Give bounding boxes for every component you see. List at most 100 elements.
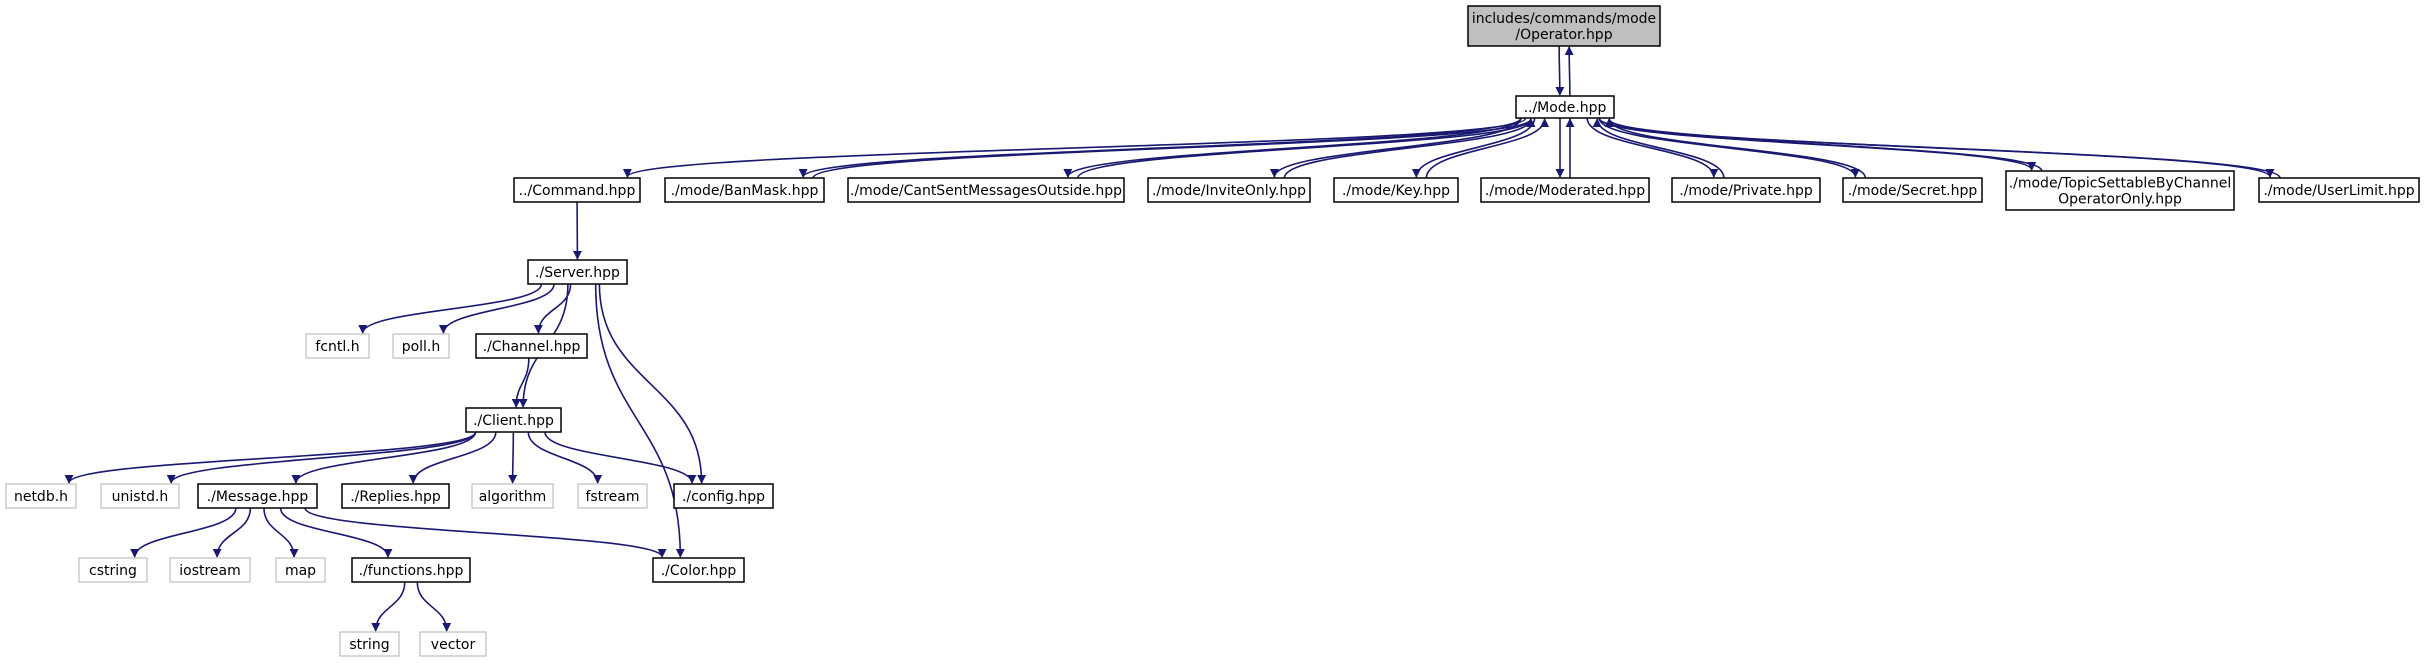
edge-mode-to-secret	[1598, 117, 1860, 178]
node-netdb: netdb.h	[5, 483, 77, 509]
node-box-server	[527, 259, 628, 285]
node-command: ../Command.hpp	[513, 177, 641, 203]
node-label-topic: OperatorOnly.hpp	[2058, 192, 2182, 208]
node-box-command	[513, 177, 641, 203]
edge-server-to-color	[594, 283, 685, 558]
node-label-topic: ./mode/TopicSettableByChannel	[2009, 176, 2232, 192]
node-box-map	[275, 557, 326, 583]
node-label-replies: ./Replies.hpp	[350, 489, 441, 505]
node-poll: poll.h	[392, 333, 450, 359]
node-topic: ./mode/TopicSettableByChannelOperatorOnl…	[2005, 170, 2235, 211]
node-label-inviteonly: ./mode/InviteOnly.hpp	[1152, 183, 1306, 199]
node-label-operator: includes/commands/mode	[1472, 11, 1656, 27]
node-server: ./Server.hpp	[527, 259, 628, 285]
node-moderated: ./mode/Moderated.hpp	[1480, 177, 1650, 203]
node-box-netdb	[5, 483, 77, 509]
edges	[64, 45, 2281, 632]
edge-mode-to-key	[1411, 117, 1536, 178]
node-operator: includes/commands/mode/Operator.hpp	[1467, 5, 1661, 47]
node-box-vector	[419, 631, 487, 657]
node-box-cantsent	[847, 177, 1125, 203]
node-box-key	[1333, 177, 1459, 203]
node-label-iostream: iostream	[179, 563, 241, 579]
node-map: map	[275, 557, 326, 583]
edge-server-to-config	[598, 283, 707, 484]
node-label-fstream: fstream	[586, 489, 640, 505]
edge-client-to-algorithm	[508, 431, 518, 484]
node-label-key: ./mode/Key.hpp	[1342, 183, 1450, 199]
node-key: ./mode/Key.hpp	[1333, 177, 1459, 203]
node-box-fcntl	[305, 333, 370, 359]
edge-banmask-to-mode	[812, 118, 1536, 179]
node-channel: ./Channel.hpp	[475, 333, 588, 359]
node-label-netdb: netdb.h	[14, 489, 68, 505]
node-label-banmask: ./mode/BanMask.hpp	[671, 183, 819, 199]
node-label-poll: poll.h	[402, 339, 441, 355]
node-fstream: fstream	[577, 483, 648, 509]
node-label-functions: ./functions.hpp	[359, 563, 464, 579]
node-box-topic	[2005, 170, 2235, 211]
node-label-unistd: unistd.h	[112, 489, 169, 505]
node-label-moderated: ./mode/Moderated.hpp	[1485, 183, 1645, 199]
edge-message-to-iostream	[212, 507, 252, 558]
edge-message-to-map	[263, 507, 299, 558]
node-box-cstring	[78, 557, 148, 583]
edge-functions-to-vector	[416, 581, 452, 632]
node-label-config: ./config.hpp	[682, 489, 765, 505]
nodes: includes/commands/mode/Operator.hpp ../Mo…	[5, 5, 2420, 657]
node-vector: vector	[419, 631, 487, 657]
edge-topic-to-mode	[1604, 118, 2043, 172]
node-label-algorithm: algorithm	[479, 489, 547, 505]
edge-userlimit-to-mode	[1604, 118, 2281, 179]
node-label-message: ./Message.hpp	[207, 489, 309, 505]
edge-server-to-fcntl	[358, 283, 543, 334]
node-cstring: cstring	[78, 557, 148, 583]
node-box-poll	[392, 333, 450, 359]
node-box-channel	[475, 333, 588, 359]
node-box-iostream	[169, 557, 251, 583]
node-config: ./config.hpp	[673, 483, 774, 509]
node-iostream: iostream	[169, 557, 251, 583]
node-string: string	[339, 631, 400, 657]
edge-channel-to-client	[511, 357, 530, 408]
node-box-mode	[1515, 95, 1615, 119]
edge-secret-to-mode	[1604, 118, 1867, 179]
node-replies: ./Replies.hpp	[341, 483, 450, 509]
edge-client-to-fstream	[527, 431, 603, 484]
node-label-fcntl: fcntl.h	[315, 339, 359, 355]
edge-key-to-mode	[1425, 118, 1550, 179]
edge-inviteonly-to-mode	[1283, 118, 1536, 179]
edge-mode-to-operator	[1564, 46, 1574, 97]
edge-client-to-config	[544, 431, 697, 484]
edge-message-to-cstring	[130, 507, 237, 558]
node-box-moderated	[1480, 177, 1650, 203]
node-box-operator	[1467, 5, 1661, 47]
node-label-cantsent: ./mode/CantSentMessagesOutside.hpp	[850, 183, 1122, 199]
edge-functions-to-string	[371, 581, 406, 632]
edge-mode-to-command	[623, 117, 1527, 178]
node-userlimit: ./mode/UserLimit.hpp	[2258, 177, 2420, 203]
node-box-message	[197, 483, 318, 509]
node-box-replies	[341, 483, 450, 509]
node-mode: ../Mode.hpp	[1515, 95, 1615, 119]
node-label-vector: vector	[431, 637, 476, 653]
edge-mode-to-inviteonly	[1269, 117, 1522, 178]
node-box-banmask	[664, 177, 825, 203]
node-label-command: ../Command.hpp	[519, 183, 636, 199]
node-label-cstring: cstring	[89, 563, 137, 579]
node-box-fstream	[577, 483, 648, 509]
edge-message-to-color	[304, 507, 667, 558]
edge-client-to-message	[291, 431, 477, 484]
edge-client-to-unistd	[166, 431, 477, 484]
node-functions: ./functions.hpp	[351, 557, 471, 583]
node-label-string: string	[349, 637, 389, 653]
node-private: ./mode/Private.hpp	[1671, 177, 1821, 203]
node-message: ./Message.hpp	[197, 483, 318, 509]
edge-client-to-replies	[408, 431, 497, 484]
edge-mode-to-cantsent	[1063, 117, 1522, 178]
node-label-userlimit: ./mode/UserLimit.hpp	[2263, 183, 2414, 199]
node-box-unistd	[100, 483, 180, 509]
node-label-operator: /Operator.hpp	[1515, 27, 1612, 43]
node-algorithm: algorithm	[471, 483, 554, 509]
